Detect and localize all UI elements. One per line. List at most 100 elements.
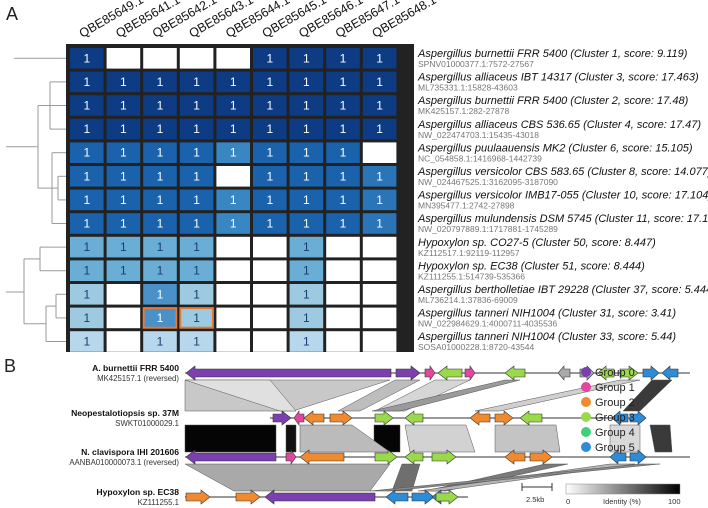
cell-value: 1 [120, 217, 127, 231]
heatmap-cell [362, 71, 397, 93]
cell-value: 1 [193, 169, 200, 183]
heatmap-cell-empty [253, 284, 287, 305]
cell-value: 1 [303, 99, 310, 113]
highlight-box [179, 307, 214, 329]
cell-value: 1 [303, 146, 310, 160]
heatmap-cell [253, 118, 287, 140]
heatmap-cell [289, 331, 324, 352]
cell-value: 1 [120, 146, 127, 160]
cell-value: 1 [157, 264, 164, 278]
heatmap-cell-empty [106, 284, 141, 305]
heatmap-cell [70, 189, 104, 211]
heatmap-cell [143, 118, 177, 140]
cell-value: 1 [83, 264, 90, 278]
heatmap-cell [106, 213, 141, 234]
heatmap-cell-empty [326, 284, 360, 305]
row-subtitle: NW_024467525.1:3162095-3187090 [418, 177, 558, 187]
cell-value: 1 [193, 193, 200, 207]
heatmap-cell [289, 236, 324, 258]
cell-value: 1 [120, 122, 127, 136]
heatmap-cell [253, 142, 287, 163]
heatmap-cell [106, 260, 141, 281]
row-title: Hypoxylon sp. CO27-5 (Cluster 50, score:… [418, 237, 656, 249]
heatmap-cell [70, 213, 104, 234]
cell-value: 1 [376, 51, 383, 65]
legend-swatch [581, 412, 591, 422]
gene-arrow [597, 365, 615, 381]
cell-value: 1 [340, 51, 347, 65]
row-subtitle: NW_022474703.1:15435-43018 [418, 130, 539, 140]
heatmap-cell [179, 284, 214, 305]
heatmap-cell [70, 331, 104, 352]
row-title: Aspergillus versicolor CBS 583.65 (Clust… [417, 166, 708, 178]
row-subtitle: KZ112517.1:92119-112957 [418, 248, 520, 258]
cell-value: 1 [303, 51, 310, 65]
heatmap-cell [143, 95, 177, 116]
gene-arrow [504, 449, 526, 465]
cell-value: 1 [193, 146, 200, 160]
heatmap-cell [106, 189, 141, 211]
cell-value: 1 [157, 146, 164, 160]
gene-arrow [395, 365, 421, 381]
row-title: Aspergillus tanneri NIH1004 (Cluster 31,… [417, 308, 676, 320]
heatmap-cell [106, 142, 141, 163]
legend-label: Group 4 [595, 427, 635, 439]
cell-value: 1 [83, 287, 90, 301]
heatmap-cell [362, 95, 397, 116]
cluster-subtitle: MK425157.1 (reversed) [97, 374, 179, 383]
heatmap-cell-empty [216, 48, 250, 69]
cell-value: 1 [303, 311, 310, 325]
heatmap-cell-empty [216, 166, 250, 187]
legend-label: Group 1 [595, 382, 635, 394]
gene-arrow [642, 365, 660, 381]
cell-value: 1 [193, 122, 200, 136]
heatmap-cell-empty [216, 260, 250, 281]
heatmap-cell [179, 118, 214, 140]
row-subtitle: ML736214.1:37836-69009 [418, 295, 518, 305]
cluster-title: N. clavispora IHI 201606 [81, 447, 179, 457]
heatmap-cell [289, 48, 324, 69]
row-title: Aspergillus alliaceus CBS 536.65 (Cluste… [417, 119, 701, 131]
gene-arrow [629, 449, 647, 465]
cell-value: 1 [157, 311, 164, 325]
cell-value: 1 [157, 287, 164, 301]
heatmap-cell-empty [106, 331, 141, 352]
cell-value: 1 [157, 99, 164, 113]
heatmap-cell [289, 284, 324, 305]
cell-value: 1 [340, 217, 347, 231]
row-subtitle: ML735331.1:15828-43603 [418, 83, 518, 93]
legend-swatch [581, 397, 591, 407]
row-subtitle: SOSA01000228.1:8720-43544 [418, 342, 535, 352]
cell-value: 1 [303, 75, 310, 89]
heatmap-cell [143, 166, 177, 187]
heatmap-cell [289, 142, 324, 163]
row-title: Aspergillus versicolor IMB17-055 (Cluste… [417, 190, 708, 202]
cluster-subtitle: KZ111255.1 [138, 498, 179, 507]
heatmap-cell [70, 95, 104, 116]
heatmap-cell-empty [326, 260, 360, 281]
gene-arrow [629, 410, 647, 426]
scale-label: 2.5kb [526, 495, 544, 504]
heatmap-cell [143, 213, 177, 234]
heatmap-cell [289, 213, 324, 234]
heatmap-cell [70, 48, 104, 69]
heatmap-cell [70, 260, 104, 281]
identity-max-label: 100 [668, 497, 681, 506]
cell-value: 1 [376, 122, 383, 136]
heatmap-cell [289, 189, 324, 211]
row-title: Aspergillus alliaceus IBT 14317 (Cluster… [417, 72, 699, 84]
cell-value: 1 [120, 99, 127, 113]
identity-link [184, 379, 297, 412]
gene-arrow [437, 365, 463, 381]
gene-arrow [299, 449, 345, 465]
gene-arrow [185, 449, 277, 465]
legend-label: Group 0 [595, 367, 635, 379]
heatmap-cell [70, 71, 104, 93]
heatmap-cell-empty [326, 307, 360, 329]
heatmap-cell [253, 95, 287, 116]
row-subtitle: SPNV01000377.1:7572-27567 [418, 59, 534, 69]
row-subtitle: KZ111255.1:514739-535366 [418, 271, 525, 281]
gene-arrow [411, 489, 435, 505]
heatmap-cell-empty [216, 284, 250, 305]
